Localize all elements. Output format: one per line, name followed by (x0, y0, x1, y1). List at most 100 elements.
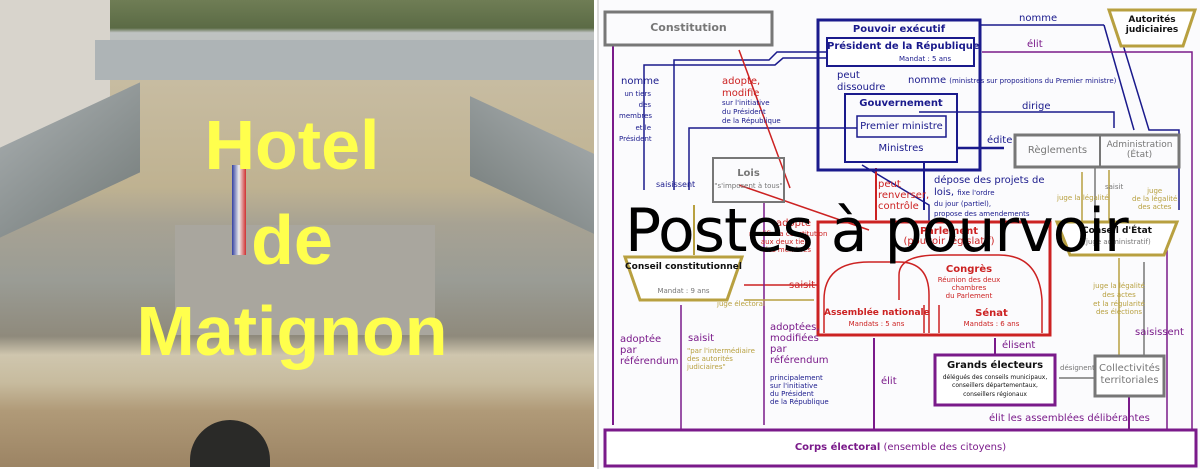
elit-top-label: élit (1027, 39, 1043, 50)
note-line: juge la légalité (1093, 282, 1145, 290)
senat-box: Sénat (975, 308, 1008, 319)
saisit-label: saisit (789, 280, 816, 291)
note-line: peut (878, 179, 901, 190)
corps-electoral-box: Corps électoral (794, 442, 881, 453)
french-flag (232, 165, 246, 255)
note-line: sur l'initiative (722, 99, 770, 107)
president-box: Président de la République (827, 41, 980, 52)
note-line: aux deux tiers (760, 237, 811, 246)
depose-block: dépose des projets de lois, fixe l'ordre (934, 175, 1049, 199)
edite-label: édite (987, 135, 1013, 146)
pouvoir-executif-label: Pouvoir exécutif (852, 24, 946, 35)
assemblee-nationale-box: Assemblée nationale (824, 308, 930, 318)
note-line: des actes (1102, 290, 1136, 299)
note-line: et le (635, 123, 651, 132)
note-line: sur l'initiative (770, 382, 818, 391)
note-line: adoptées, (770, 322, 820, 333)
hotel-matignon-photo: Hotel de Matignon (0, 0, 594, 467)
note-line: membres (619, 112, 653, 121)
depose-note: fixe l'ordre (957, 189, 995, 197)
elisent-label: élisent (1002, 340, 1036, 351)
elit-an-label: élit (881, 376, 897, 387)
note-line: conseillers départementaux, (952, 382, 1038, 390)
note-line: référendum (770, 355, 829, 366)
note-line: judiciaires" (687, 363, 726, 372)
constitution-box: Constitution (650, 21, 727, 34)
conseil-etat-note: (juge administratif) (1083, 238, 1151, 246)
elit-assemblees-label: élit les assemblées délibérantes (989, 413, 1150, 424)
nomme-label: nomme (908, 75, 947, 86)
parlement-note: (pouvoir législatif) (903, 236, 995, 247)
title-line-matignon: Matignon (136, 292, 448, 370)
note-line: adopte (775, 218, 811, 229)
nomme-note: (ministres sur propositions du Premier m… (949, 77, 1117, 85)
corps-electoral-note: (ensemble des citoyens) (883, 442, 1007, 453)
note-line: délégués des conseils municipaux, (942, 374, 1048, 381)
note-line: du Parlement (945, 292, 993, 301)
assemblee-mandat: Mandats : 5 ans (848, 320, 905, 328)
collectivites-box: Collectivités territoriales (1099, 363, 1160, 386)
title-line-hotel: Hotel (204, 106, 380, 184)
note-line: des actes (1137, 203, 1172, 212)
depose-note: du jour (partiel), (934, 200, 992, 208)
note-line: "par l'intermédiaire (687, 347, 755, 355)
dirige-label: dirige (1022, 101, 1051, 112)
title-line-de: de (251, 201, 333, 279)
depose-note: propose des amendements (934, 210, 1030, 218)
courtyard (175, 225, 435, 335)
note-line: par (770, 344, 787, 355)
lois-note: "s'imposent à tous" (714, 182, 783, 190)
french-institutions-diagram: Constitution Pouvoir exécutif Président … (597, 0, 1200, 469)
note-line: par (620, 345, 637, 356)
note-line: modifiées (770, 333, 819, 344)
note-line: de la légalité (1132, 195, 1178, 204)
juge-electoral-label: juge électoral (717, 300, 765, 308)
note-line: modifie la constitution (749, 229, 828, 238)
peut-dissoudre-label: peut dissoudre (837, 70, 886, 93)
note-line: principalement (770, 374, 823, 382)
note-line: référendum (620, 356, 679, 367)
note-line: Président (619, 134, 652, 143)
note-line: renverser, (878, 190, 930, 201)
archway (190, 420, 270, 467)
depose-label: dépose des projets de lois, (934, 175, 1045, 198)
ministres-label: Ministres (878, 143, 924, 154)
conseil-constitutionnel-box: Conseil constitutionnel (625, 262, 742, 272)
saisissent-left-label: saisissent (656, 180, 696, 189)
note-line: des autorités (687, 355, 733, 364)
saisit-citoyens-label: saisit (688, 333, 715, 344)
gouvernement-box: Gouvernement (859, 98, 943, 109)
conseil-etat-box: Conseil d'État (1082, 226, 1152, 236)
conseil-mandat: Mandat : 9 ans (657, 287, 710, 295)
note-line: juge (1147, 187, 1163, 195)
lois-box: Lois (737, 168, 760, 179)
administration-box: Administration (État) (1106, 140, 1173, 161)
senat-mandat: Mandats : 6 ans (963, 320, 1020, 328)
premier-ministre-box: Premier ministre (860, 121, 943, 132)
saisit-admin-label: saisit (1105, 183, 1124, 191)
autorites-judiciaires-box: Autorités judiciaires (1125, 15, 1179, 36)
note-line: chambres (951, 284, 987, 293)
roof (95, 40, 594, 80)
note-line: et la régularité (1093, 299, 1145, 308)
note-line: des élections (1095, 308, 1143, 317)
note-line: des (638, 101, 651, 110)
president-mandat: Mandat : 5 ans (899, 55, 952, 63)
note-line: contrôle (878, 201, 919, 212)
saisissent-right-label: saisissent (1135, 327, 1184, 338)
nomme-top-label: nomme (1019, 13, 1058, 24)
congres-box: Congrès (945, 264, 993, 275)
nomme-left-label: nomme (621, 76, 660, 87)
grands-electeurs-box: Grands électeurs (946, 360, 1044, 371)
note-line: du Président (722, 107, 766, 116)
note-line: un tiers (624, 90, 651, 98)
parlement-box: Parlement (919, 226, 979, 237)
adopte-modifie-label: adopte, modifie (722, 76, 761, 99)
note-line: de la République (722, 116, 781, 125)
note-line: Réunion des deux (937, 276, 1001, 284)
note-line: de la République (770, 398, 829, 407)
designent-label: désignent (1060, 364, 1095, 372)
postes-a-pourvoir-title: Postes à pourvoir (625, 196, 1129, 266)
note-line: des membres (763, 245, 811, 254)
note-line: du Président (770, 390, 814, 399)
